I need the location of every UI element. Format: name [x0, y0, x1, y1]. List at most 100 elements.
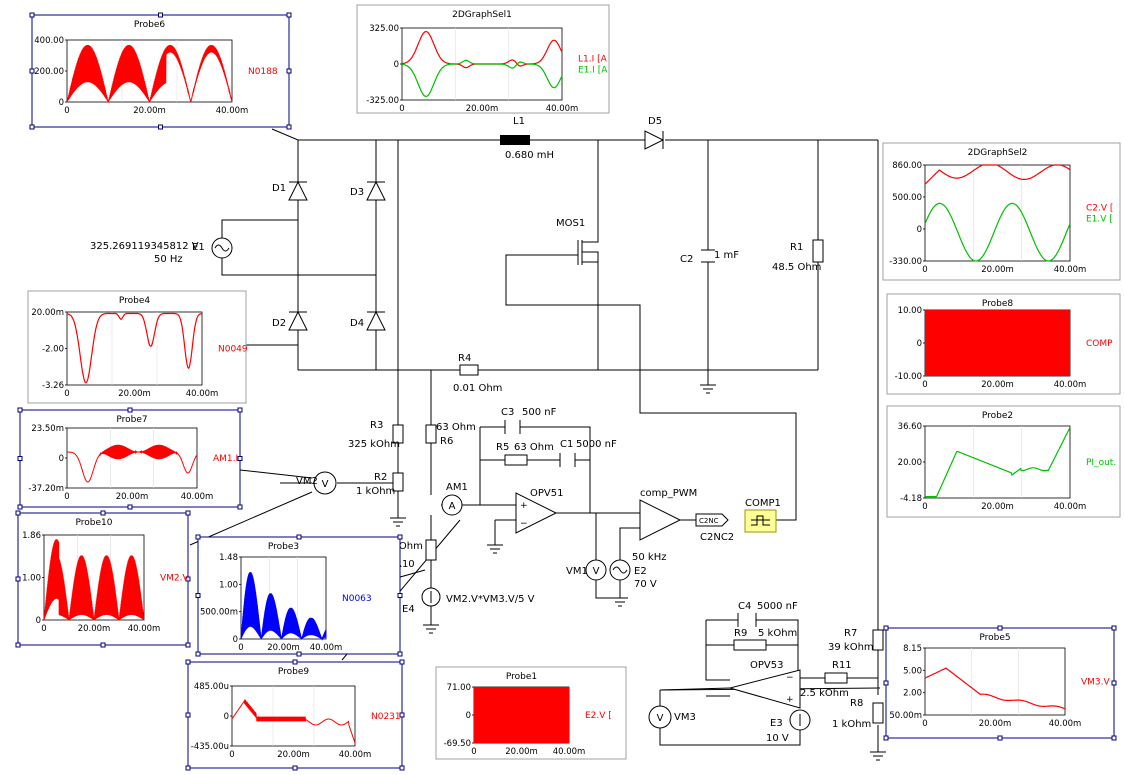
resize-handle[interactable]	[296, 651, 302, 657]
resize-handle[interactable]	[1111, 735, 1117, 741]
opamp-opv51[interactable]: +−	[515, 492, 558, 534]
resize-handle[interactable]	[195, 534, 201, 540]
resize-handle[interactable]	[237, 456, 243, 461]
resize-handle[interactable]	[185, 510, 191, 516]
resistor-r4[interactable]	[459, 364, 479, 376]
comp1-block[interactable]	[744, 509, 777, 533]
resize-handle[interactable]	[100, 642, 106, 648]
y-tick-label: 36.60	[898, 422, 922, 432]
resize-handle[interactable]	[399, 765, 405, 771]
resistor-r1[interactable]	[812, 239, 824, 263]
resize-handle[interactable]	[286, 68, 292, 74]
resize-handle[interactable]	[883, 680, 889, 686]
ammeter-am1[interactable]: A	[441, 494, 463, 516]
x-tick-label: 20.00m	[133, 106, 166, 116]
voltage-source-e2[interactable]	[609, 559, 631, 581]
capacitor-c4[interactable]	[737, 613, 757, 627]
voltmeter-vm2[interactable]: V	[313, 471, 337, 495]
resistor-r11[interactable]	[824, 672, 848, 684]
diode-d1[interactable]	[288, 180, 308, 201]
resistor-r8[interactable]	[872, 702, 884, 724]
resize-handle[interactable]	[399, 659, 405, 665]
resize-handle[interactable]	[185, 712, 191, 718]
resize-handle[interactable]	[1111, 625, 1117, 631]
voltmeter-vm1[interactable]: V	[585, 559, 607, 581]
capacitor-c1[interactable]	[559, 453, 576, 467]
resistor-r3[interactable]	[392, 424, 404, 444]
diode-d5[interactable]	[644, 130, 665, 150]
resize-handle[interactable]	[17, 456, 23, 461]
resize-handle[interactable]	[195, 593, 201, 598]
resize-handle[interactable]	[185, 642, 191, 648]
resize-handle[interactable]	[100, 510, 106, 516]
resize-handle[interactable]	[15, 576, 21, 582]
resize-handle[interactable]	[997, 625, 1003, 631]
resize-handle[interactable]	[237, 407, 243, 413]
voltage-source-e4[interactable]	[421, 587, 441, 607]
x-tick-label: 0	[922, 380, 927, 390]
resize-handle[interactable]	[29, 68, 35, 74]
resize-handle[interactable]	[29, 12, 35, 18]
resize-handle[interactable]	[195, 651, 201, 657]
resize-handle[interactable]	[286, 124, 292, 130]
diode-d2[interactable]	[288, 310, 308, 331]
resize-handle[interactable]	[237, 504, 243, 510]
capacitor-c2[interactable]	[701, 249, 715, 263]
resize-handle[interactable]	[15, 510, 21, 516]
resize-handle[interactable]	[883, 735, 889, 741]
resize-handle[interactable]	[185, 659, 191, 665]
c2nc-converter[interactable]: C2NC	[695, 513, 729, 527]
resize-handle[interactable]	[399, 712, 405, 718]
resistor-r9[interactable]	[733, 639, 767, 651]
resistor-r5[interactable]	[504, 454, 528, 466]
resize-handle[interactable]	[15, 642, 21, 648]
resize-handle[interactable]	[17, 504, 23, 510]
inductor-l1[interactable]	[500, 135, 530, 145]
resize-handle[interactable]	[397, 534, 403, 540]
mosfet-mos1[interactable]	[568, 240, 599, 265]
resize-handle[interactable]	[17, 407, 23, 413]
resize-handle[interactable]	[158, 12, 163, 18]
resize-handle[interactable]	[292, 659, 298, 665]
resize-handle[interactable]	[158, 124, 163, 130]
opamp-opv53[interactable]: −+	[728, 669, 801, 709]
resize-handle[interactable]	[397, 593, 403, 598]
resize-handle[interactable]	[1111, 680, 1117, 686]
voltage-source-e1[interactable]	[211, 237, 233, 259]
resize-handle[interactable]	[29, 124, 35, 130]
capacitor-c3[interactable]	[504, 420, 521, 434]
resistor-r6[interactable]	[425, 424, 437, 444]
resistor-r2[interactable]	[392, 472, 404, 492]
resize-handle[interactable]	[185, 765, 191, 771]
resize-handle[interactable]	[286, 12, 292, 18]
resistor-r7[interactable]	[872, 629, 884, 651]
diode-d4[interactable]	[366, 310, 386, 331]
resize-handle[interactable]	[296, 534, 302, 540]
resize-handle[interactable]	[397, 651, 403, 657]
y-tick-label: 20.00	[898, 458, 922, 468]
diode-d3[interactable]	[366, 180, 386, 201]
voltmeter-vm3[interactable]: V	[648, 705, 672, 729]
resistor-r10[interactable]	[425, 539, 437, 561]
resize-handle[interactable]	[127, 504, 133, 510]
resize-handle[interactable]	[997, 735, 1003, 741]
resize-handle[interactable]	[127, 407, 133, 413]
resize-handle[interactable]	[883, 625, 889, 631]
resize-handle[interactable]	[185, 576, 191, 582]
resize-handle[interactable]	[292, 765, 298, 771]
comparator-comp-pwm[interactable]	[639, 499, 682, 541]
voltage-source-e3[interactable]	[789, 709, 811, 731]
